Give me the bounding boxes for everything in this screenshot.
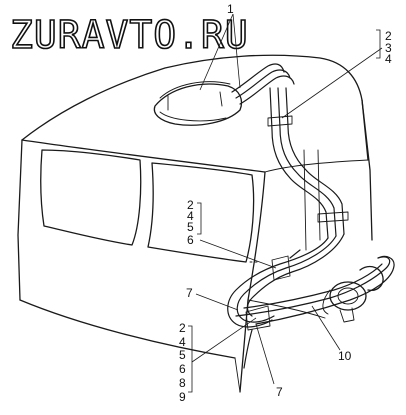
callout-6-bottom: 6 bbox=[179, 362, 186, 376]
callout-2-right: 2 bbox=[385, 29, 392, 43]
callout-1: 1 bbox=[227, 2, 234, 16]
callout-8-bottom: 8 bbox=[179, 376, 186, 390]
watermark: ZURAVTO.RU bbox=[10, 13, 249, 57]
callout-7-upper: 7 bbox=[186, 286, 193, 300]
callout-5-mid: 5 bbox=[187, 220, 194, 234]
callout-10: 10 bbox=[338, 349, 352, 363]
coolant-hoses bbox=[227, 63, 395, 369]
callout-7-lower: 7 bbox=[276, 385, 283, 399]
callout-3-right: 3 bbox=[385, 41, 392, 55]
callout-4-bottom: 4 bbox=[179, 335, 186, 349]
callout-4-right: 4 bbox=[385, 52, 392, 66]
roof-heater-unit bbox=[153, 81, 243, 126]
windscreen-right bbox=[147, 162, 255, 263]
cab-body bbox=[17, 54, 373, 393]
callout-2-mid: 2 bbox=[187, 198, 194, 212]
leader-lines bbox=[188, 13, 383, 393]
callout-9-bottom: 9 bbox=[179, 390, 186, 404]
callout-5-bottom: 5 bbox=[179, 348, 186, 362]
callout-4-mid: 4 bbox=[187, 209, 194, 223]
callout-6-mid: 6 bbox=[187, 233, 194, 247]
callouts: 1 2 3 4 2 4 5 6 7 2 4 5 6 8 9 10 7 bbox=[179, 2, 392, 404]
coolant-valve bbox=[322, 265, 384, 323]
windscreen-left bbox=[40, 149, 142, 246]
callout-2-bottom: 2 bbox=[179, 321, 186, 335]
